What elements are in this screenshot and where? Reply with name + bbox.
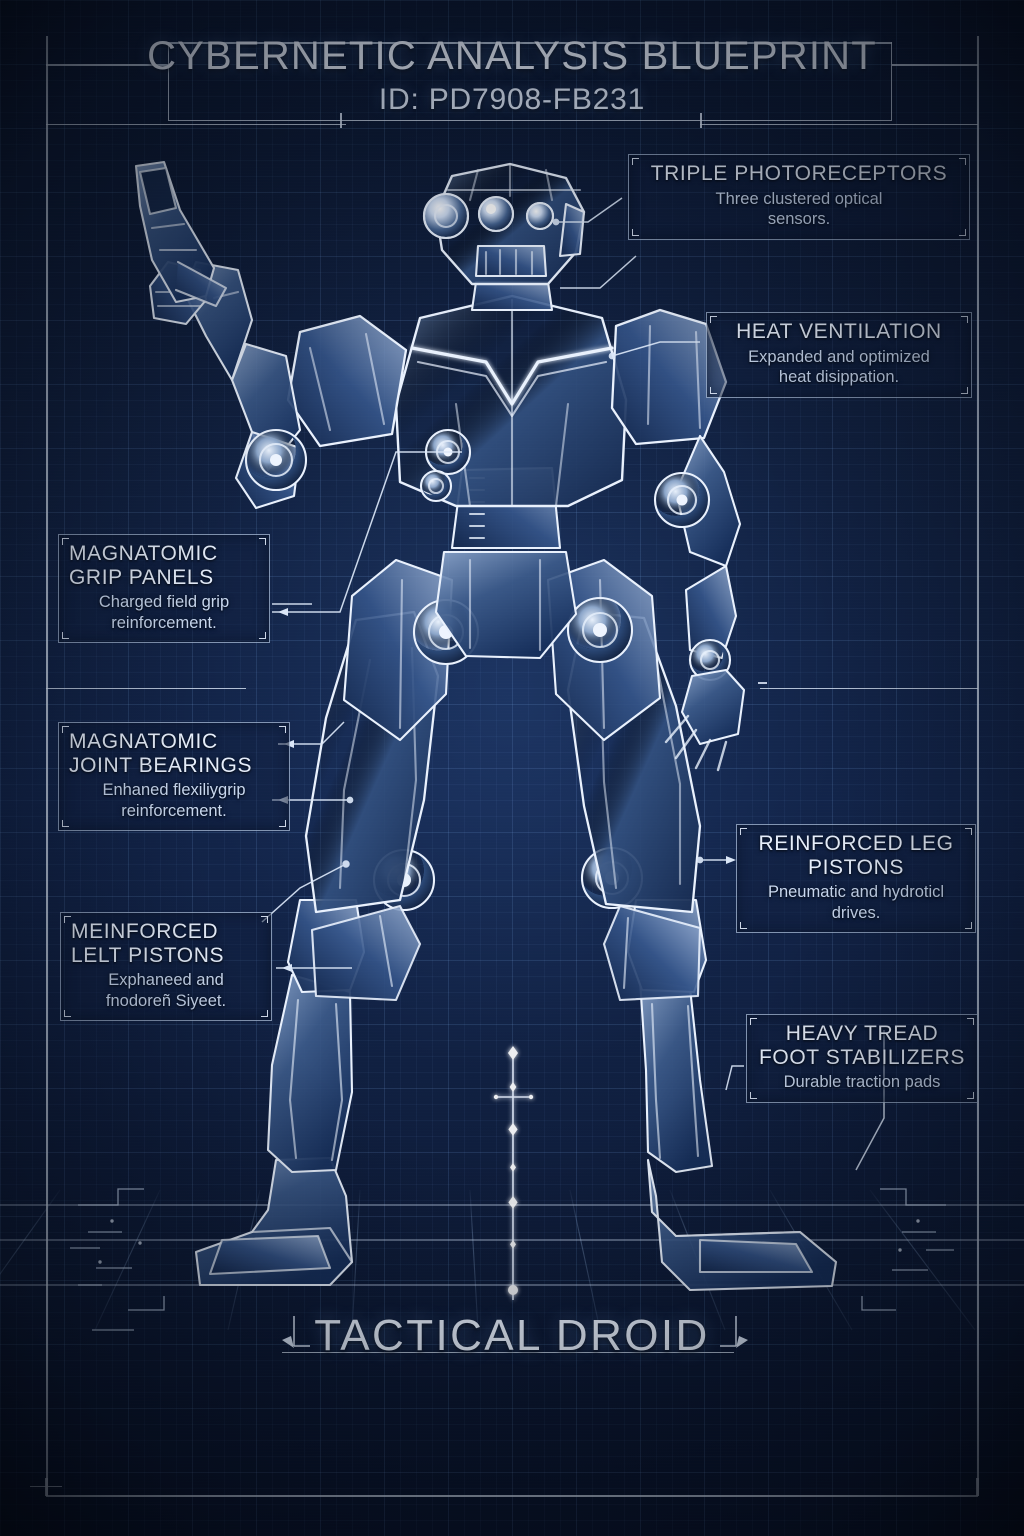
callout-title: TRIPLE PHOTORECEPTORS (650, 162, 948, 185)
blueprint-id: ID: PD7908-FB231 (378, 83, 646, 116)
callout-magnatomic-grip-panels[interactable]: MAGNATOMIC GRIP PANELS Charged field gri… (58, 534, 270, 644)
callout-title: MAGNATOMIC GRIP PANELS (69, 542, 218, 589)
corner-mark (961, 386, 968, 394)
corner-mark (632, 228, 639, 236)
callout-title: HEAVY TREAD FOOT STABILIZERS (758, 1022, 966, 1069)
callout-magnatomic-joint-bearings[interactable]: MAGNATOMIC JOINT BEARINGS Enhaned flexil… (58, 722, 290, 832)
corner-mark (967, 1018, 974, 1025)
corner-mark (261, 1010, 268, 1018)
callout-body: Charged field grip reinforcement. (98, 593, 230, 632)
corner-mark (710, 316, 717, 323)
callout-body: Pneumatic and hydroticl drives. (767, 883, 945, 922)
corner-mark (64, 916, 71, 923)
callout-title: MAGNATOMIC JOINT BEARINGS (69, 730, 253, 777)
callout-title: HEAT VENTILATION (736, 320, 942, 343)
corner-mark (965, 828, 972, 835)
corner-mark (261, 916, 268, 923)
corner-mark (64, 1010, 71, 1018)
corner-mark (62, 632, 69, 640)
ground-grid (0, 1189, 1024, 1331)
center-axis (493, 1046, 534, 1300)
callout-reinforced-leg-pistons[interactable]: REINFORCED LEG PISTONS Pneumatic and hyd… (736, 824, 976, 934)
corner-mark (967, 1091, 974, 1099)
corner-mark (750, 1018, 757, 1025)
corner-mark (259, 538, 266, 545)
corner-mark (279, 726, 286, 733)
corner-mark (961, 316, 968, 323)
callout-body: Exphaneed and fnodoreñ Siyeet. (105, 971, 227, 1010)
callout-triple-photoreceptors[interactable]: TRIPLE PHOTORECEPTORS Three clustered op… (628, 154, 970, 240)
corner-mark (62, 726, 69, 733)
corner-mark (750, 1091, 757, 1099)
callout-title: REINFORCED LEG PISTONS (758, 832, 954, 879)
callout-heat-ventilation[interactable]: HEAT VENTILATION Expanded and optimized … (706, 312, 972, 398)
callout-heavy-tread-foot-stabilizers[interactable]: HEAVY TREAD FOOT STABILIZERS Durable tra… (746, 1014, 978, 1103)
corner-mark (62, 820, 69, 828)
corner-mark (632, 158, 639, 165)
corner-mark (279, 820, 286, 828)
callout-body: Expanded and optimized heat disippation. (748, 347, 930, 387)
callout-body: Three clustered optical sensors. (715, 189, 883, 229)
corner-mark (62, 538, 69, 545)
corner-mark (965, 922, 972, 930)
corner-mark (740, 922, 747, 930)
corner-mark (959, 228, 966, 236)
callout-meinforced-lelt-pistons[interactable]: MEINFORCED LELT PISTONS Exphaneed and fn… (60, 912, 272, 1022)
footer-dimension-marks (282, 1316, 748, 1348)
callout-body: Enhaned flexiliygrip reinforcement. (102, 781, 246, 820)
callout-title: MEINFORCED LELT PISTONS (71, 920, 225, 967)
pistol (134, 160, 228, 308)
corner-mark (710, 386, 717, 394)
corner-mark (959, 158, 966, 165)
corner-mark (740, 828, 747, 835)
title-block: CYBERNETIC ANALYSIS BLUEPRINT ID: PD7908… (0, 34, 1024, 117)
corner-mark (259, 632, 266, 640)
page-title: CYBERNETIC ANALYSIS BLUEPRINT (147, 34, 877, 78)
callout-body: Durable traction pads (783, 1073, 941, 1092)
